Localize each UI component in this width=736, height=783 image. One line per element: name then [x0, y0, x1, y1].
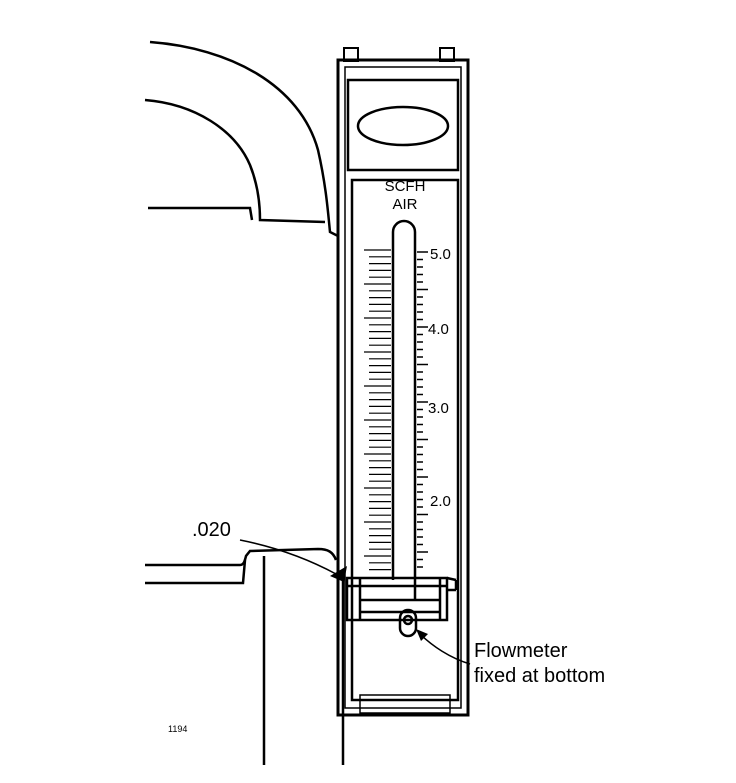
gap-label: .020	[192, 519, 231, 541]
meter-frame	[336, 58, 470, 717]
scale-label-5: 5.0	[430, 246, 451, 263]
meter-outlet-fitting	[398, 608, 418, 638]
meter-scale-panel	[350, 178, 460, 702]
meter-medium-label: AIR	[392, 196, 417, 213]
callout-leader-line	[418, 632, 471, 665]
scale-label-2: 2.0	[430, 493, 451, 510]
lower-housing-outline	[145, 547, 345, 765]
meter-frame-inner	[344, 66, 462, 709]
flowmeter-body	[336, 47, 470, 717]
flow-tube	[391, 219, 417, 600]
meter-unit-label: SCFH	[385, 178, 426, 195]
gap-leader-line	[239, 539, 337, 575]
callout-line-2: fixed at bottom	[474, 665, 605, 687]
gap-annotation: .020	[192, 519, 347, 582]
bottom-clamp	[345, 576, 458, 638]
meter-top-oval	[356, 105, 450, 147]
right-scale-ticks	[417, 251, 428, 568]
callout-line-1: Flowmeter	[474, 640, 568, 662]
meter-bottom-well	[359, 694, 451, 714]
flowmeter-callout: Flowmeter fixed at bottom	[416, 629, 605, 687]
figure-number: 1194	[168, 724, 187, 734]
meter-top-tab-left	[343, 47, 359, 62]
scale-label-3: 3.0	[428, 400, 449, 417]
upper-housing-outline	[144, 40, 339, 238]
gap-arrowhead	[330, 566, 347, 582]
meter-top-tab-right	[439, 47, 455, 62]
left-graduations	[364, 249, 391, 571]
meter-outlet-hole	[402, 614, 414, 626]
scale-label-4: 4.0	[428, 321, 449, 338]
meter-top-window	[346, 78, 460, 172]
callout-arrowhead	[416, 629, 428, 641]
